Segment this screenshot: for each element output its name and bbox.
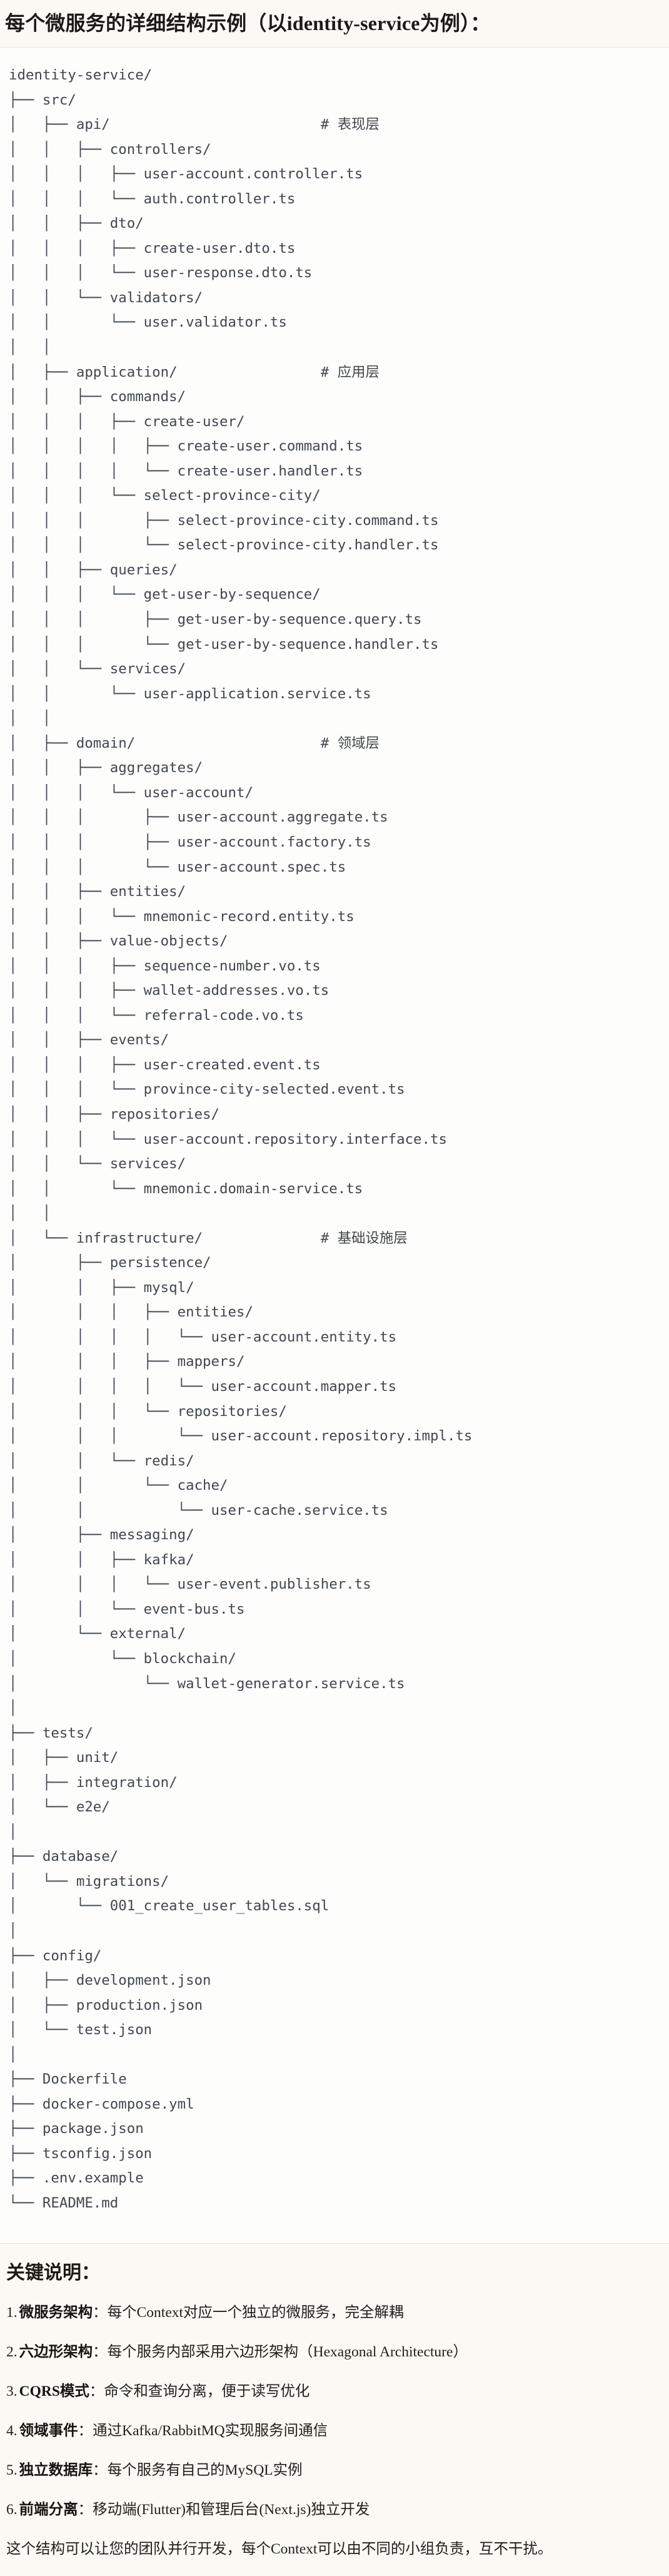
- note-number: 3.: [6, 2383, 18, 2400]
- code-block: identity-service/ ├── src/ │ ├── api/ # …: [0, 47, 669, 2244]
- note-label: 前端分离: [19, 2501, 78, 2518]
- note-item-6: 6.前端分离：移动端(Flutter)和管理后台(Next.js)独立开发: [6, 2500, 660, 2520]
- note-item-4: 4.领域事件：通过Kafka/RabbitMQ实现服务间通信: [6, 2421, 660, 2441]
- note-item-3: 3.CQRS模式：命令和查询分离，便于读写优化: [6, 2381, 660, 2402]
- note-text: ：每个Context对应一个独立的微服务，完全解耦: [93, 2304, 404, 2321]
- document-header: 每个微服务的详细结构示例（以identity-service为例）：: [0, 0, 669, 47]
- note-label: 微服务架构: [19, 2304, 93, 2321]
- note-item-5: 5.独立数据库：每个服务有自己的MySQL实例: [6, 2460, 660, 2481]
- note-text: ：每个服务内部采用六边形架构（Hexagonal Architecture）: [93, 2343, 468, 2360]
- note-number: 2.: [6, 2343, 18, 2360]
- notes-section: 关键说明： 1.微服务架构：每个Context对应一个独立的微服务，完全解耦 2…: [0, 2244, 669, 2570]
- note-number: 1.: [6, 2304, 18, 2321]
- notes-heading: 关键说明：: [6, 2262, 100, 2283]
- note-number: 5.: [6, 2461, 18, 2478]
- note-label: 独立数据库: [19, 2461, 93, 2478]
- directory-tree: identity-service/ ├── src/ │ ├── api/ # …: [9, 67, 473, 2212]
- note-label: CQRS模式: [19, 2383, 89, 2400]
- note-text: ：通过Kafka/RabbitMQ实现服务间通信: [78, 2422, 328, 2439]
- note-item-1: 1.微服务架构：每个Context对应一个独立的微服务，完全解耦: [6, 2303, 660, 2323]
- note-number: 4.: [6, 2422, 18, 2439]
- note-item-2: 2.六边形架构：每个服务内部采用六边形架构（Hexagonal Architec…: [6, 2342, 660, 2363]
- note-label: 领域事件: [19, 2422, 78, 2439]
- closing-paragraph: 这个结构可以让您的团队并行开发，每个Context可以由不同的小组负责，互不干扰…: [6, 2540, 553, 2557]
- note-text: ：每个服务有自己的MySQL实例: [93, 2461, 303, 2478]
- note-label: 六边形架构: [19, 2343, 93, 2360]
- page-title: 每个微服务的详细结构示例（以identity-service为例）：: [5, 12, 491, 34]
- note-text: ：命令和查询分离，便于读写优化: [89, 2383, 310, 2400]
- note-number: 6.: [6, 2501, 18, 2518]
- note-text: ：移动端(Flutter)和管理后台(Next.js)独立开发: [78, 2501, 370, 2518]
